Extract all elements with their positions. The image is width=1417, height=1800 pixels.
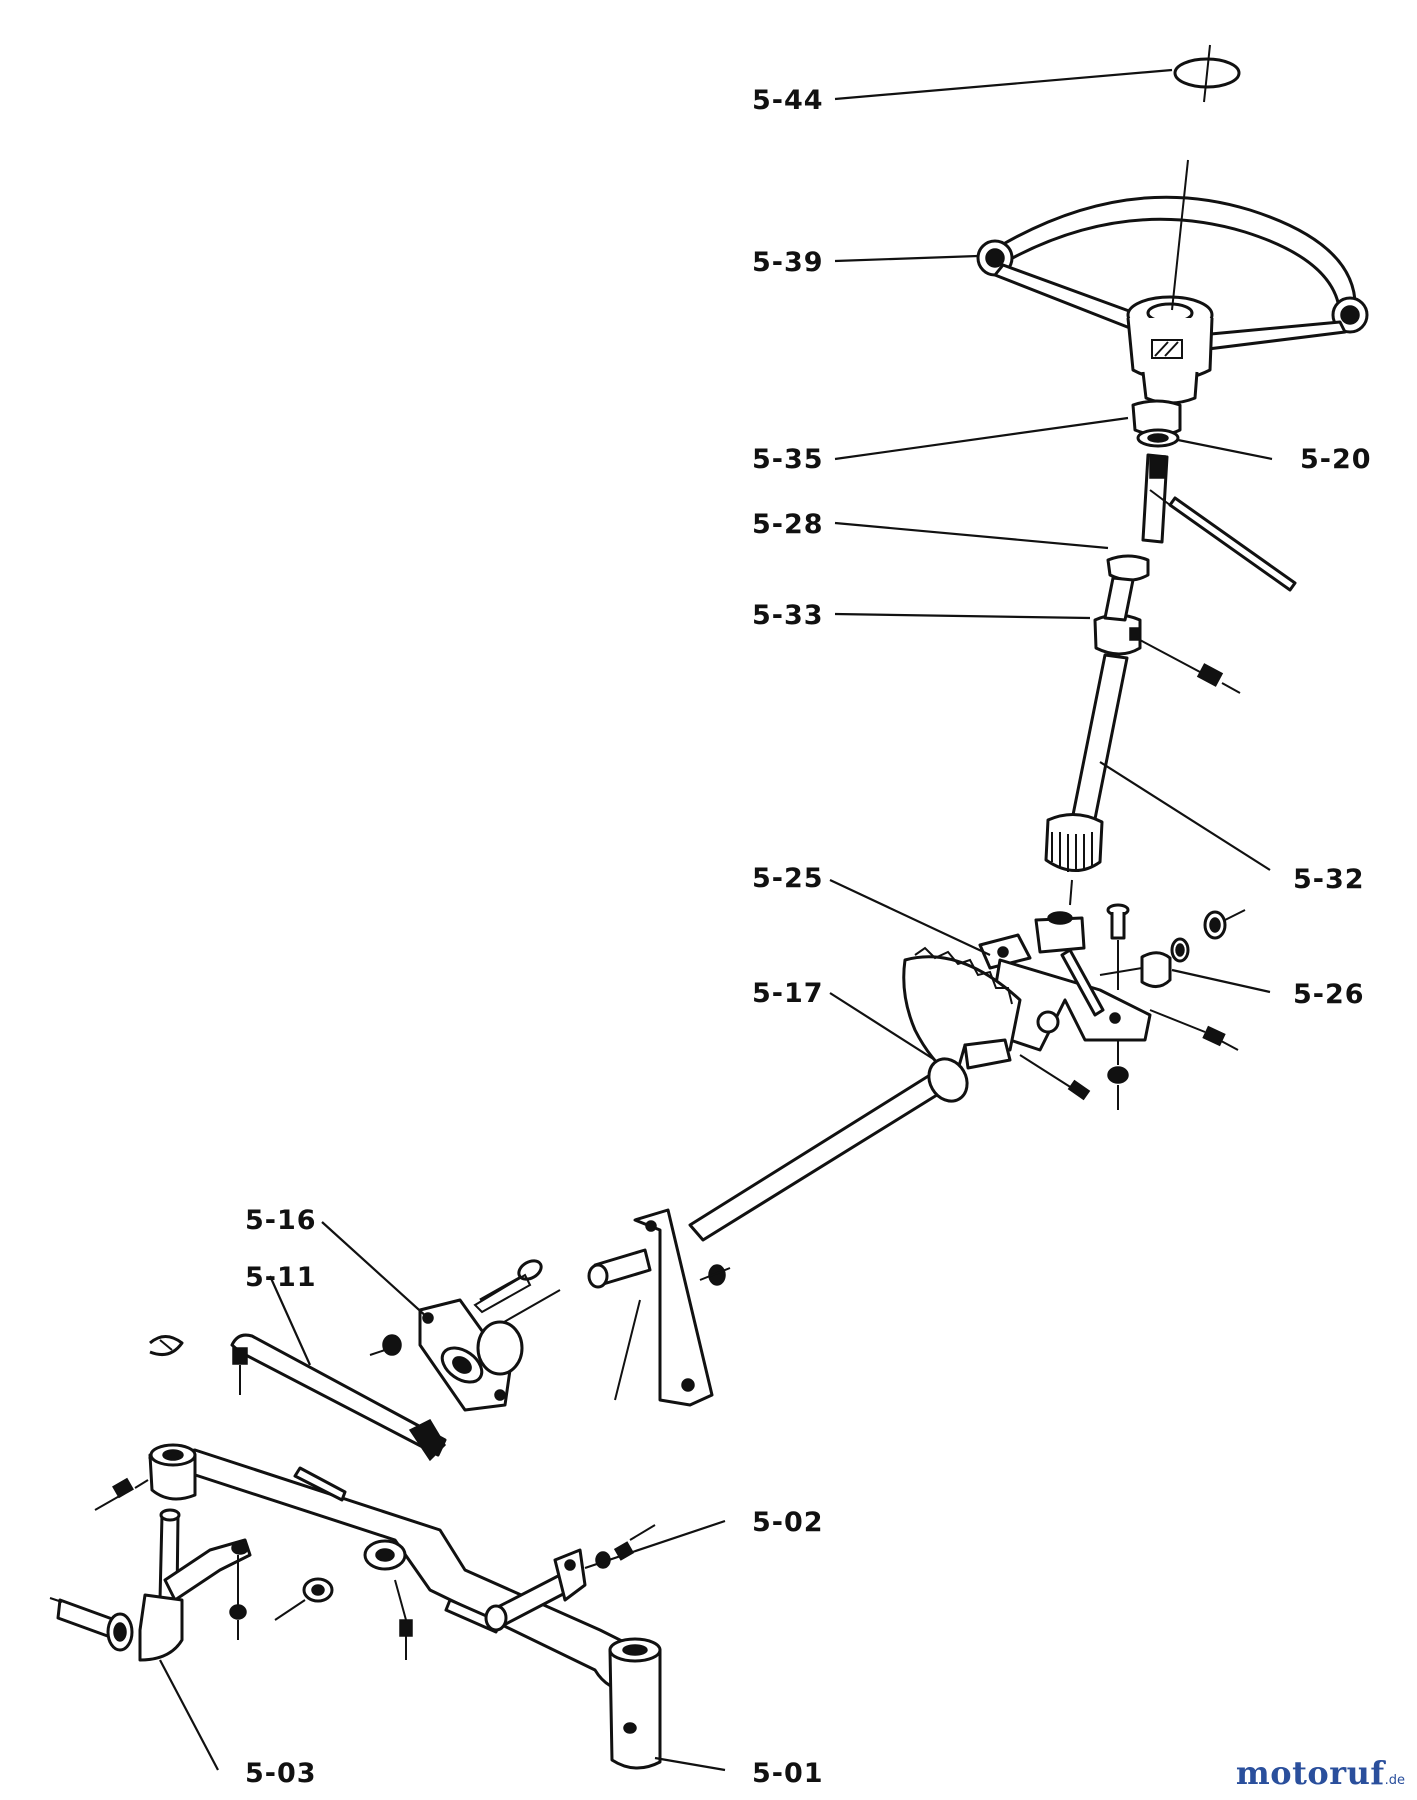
label-5-02: 5-02 xyxy=(752,1507,824,1538)
label-5-11: 5-11 xyxy=(245,1262,317,1293)
sector-gear-part xyxy=(688,946,1022,1242)
pivot-bearing-part xyxy=(369,1259,543,1412)
label-5-17: 5-17 xyxy=(752,978,824,1009)
steering-shaft-part xyxy=(1044,453,1169,906)
label-5-03: 5-03 xyxy=(245,1758,317,1789)
label-5-28: 5-28 xyxy=(752,509,824,540)
set-screw-part xyxy=(1139,639,1241,694)
front-axle-part xyxy=(148,1443,662,1770)
label-5-39: 5-39 xyxy=(752,247,824,278)
label-5-33: 5-33 xyxy=(752,600,824,631)
steering-wheel-part xyxy=(976,159,1369,405)
spindle-part xyxy=(49,1335,413,1662)
sector-bracket-part xyxy=(978,911,1152,1052)
support-plate-part xyxy=(489,1208,731,1407)
label-5-32: 5-32 xyxy=(1293,864,1365,895)
leader-lines xyxy=(159,68,1273,1772)
roll-pin-part xyxy=(1149,489,1297,592)
label-5-26: 5-26 xyxy=(1293,979,1365,1010)
horn-cap-part xyxy=(1173,44,1241,103)
watermark: motoruf.de xyxy=(1236,1754,1405,1792)
label-5-25: 5-25 xyxy=(752,863,824,894)
watermark-brand: motoruf xyxy=(1235,1754,1385,1792)
drag-link-part xyxy=(230,1333,447,1462)
label-5-35: 5-35 xyxy=(752,444,824,475)
bracket-hardware-part xyxy=(1019,903,1246,1110)
label-5-16: 5-16 xyxy=(245,1205,317,1236)
watermark-tld: .de xyxy=(1384,1773,1405,1788)
label-5-01: 5-01 xyxy=(752,1758,824,1789)
label-5-44: 5-44 xyxy=(752,85,824,116)
column-bushing-part xyxy=(1131,399,1182,448)
label-5-20: 5-20 xyxy=(1300,444,1372,475)
